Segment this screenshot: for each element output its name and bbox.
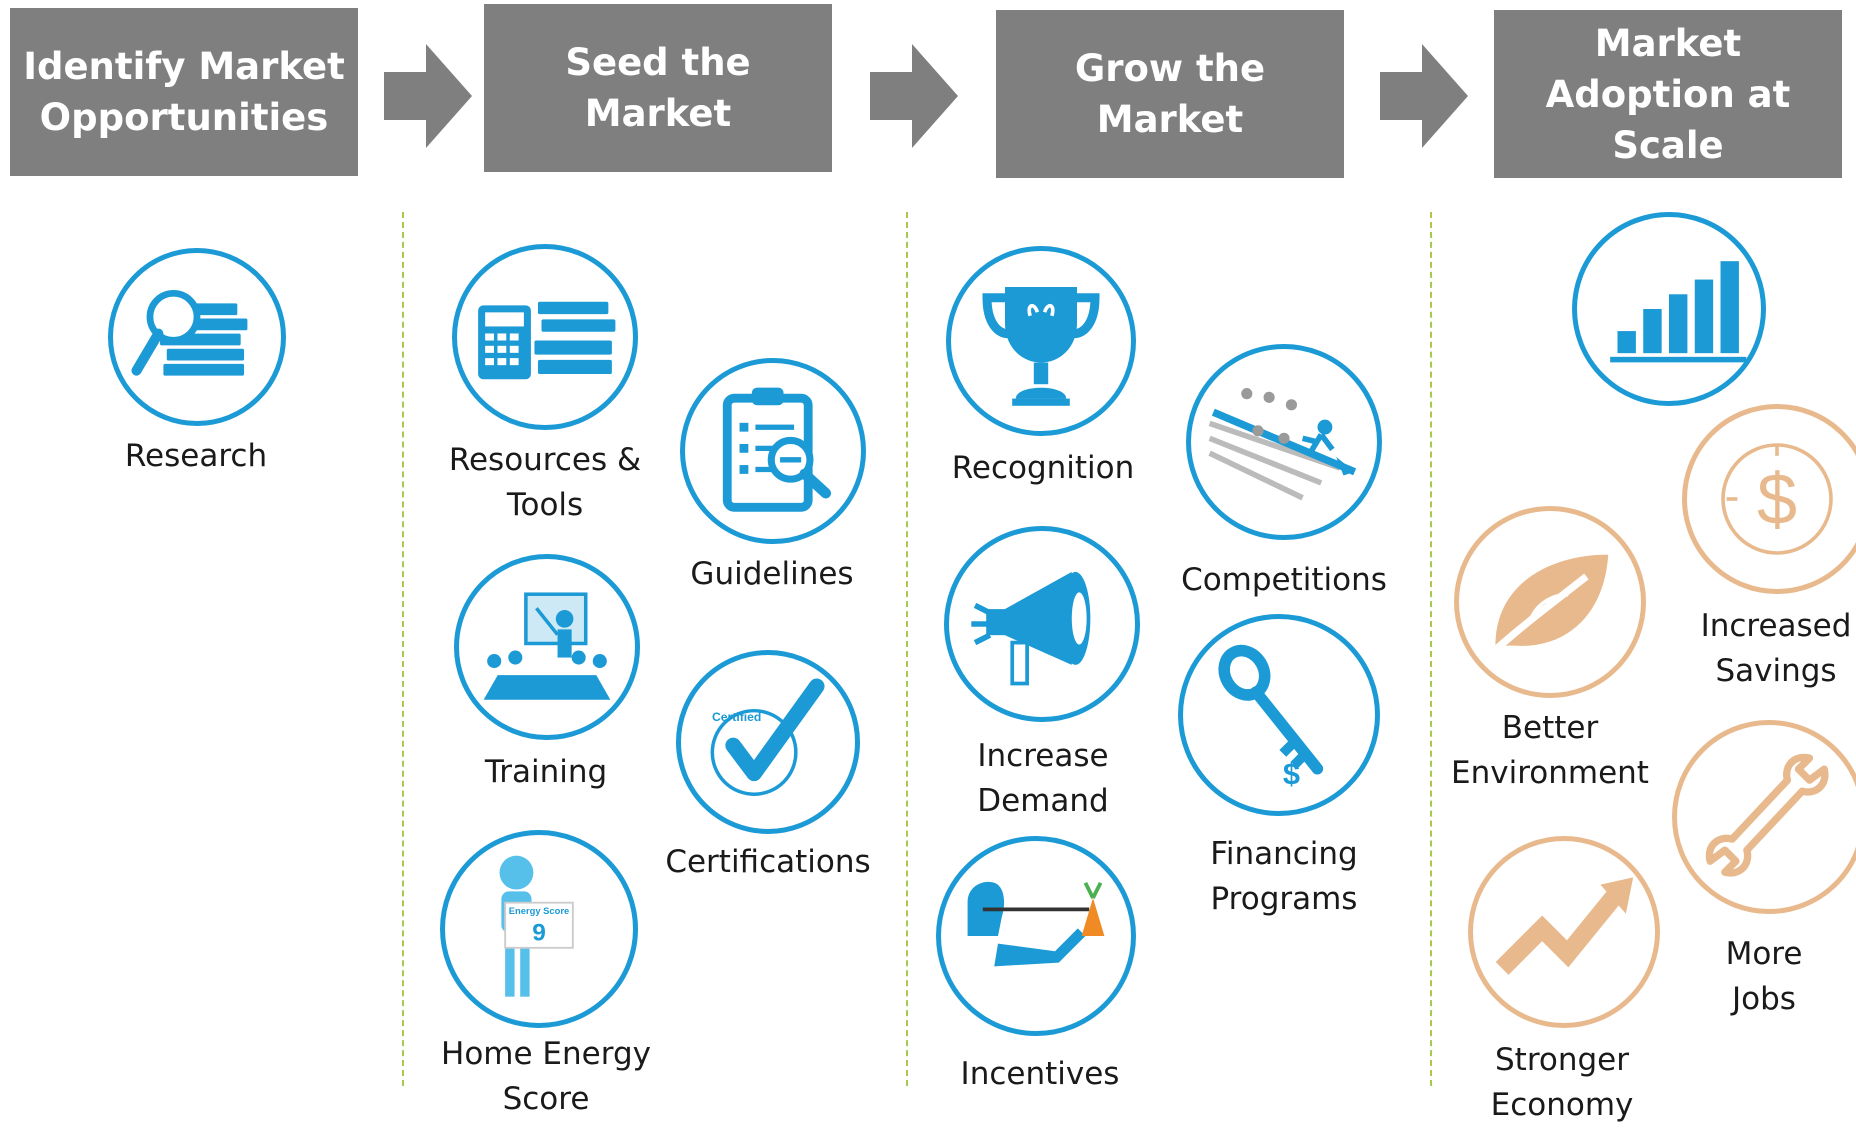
better-environment-leaf-icon [1454,506,1646,698]
item-label-competitions: Competitions [1181,562,1387,598]
column-divider [1430,212,1432,1086]
stage-header-seed: Seed the Market [484,4,832,172]
item-label-more-jobs: More Jobs [1725,936,1803,1017]
financing-key-icon: $ [1178,614,1380,816]
stage-header-grow-text: Grow the Market [1074,47,1266,141]
guidelines-icon [680,358,866,544]
item-label-resources-tools: Resources & Tools [448,442,642,523]
stronger-economy-trend-icon [1468,836,1660,1028]
item-label-increase-demand: Increase Demand [977,738,1109,819]
increased-savings-icon: $ [1682,404,1856,594]
energy-score-card-text: Energy Score [509,905,569,916]
stage-header-adoption-text: Market Adoption at Scale [1545,21,1791,167]
research-icon [108,248,286,426]
recognition-trophy-icon [946,246,1136,436]
svg-text:$: $ [1757,460,1797,540]
item-label-incentives: Incentives [960,1056,1120,1092]
arrow-right-icon [384,44,472,148]
arrow-right-icon [870,44,958,148]
column-divider [402,212,404,1086]
item-label-guidelines: Guidelines [690,556,854,592]
stage-header-seed-text: Seed the Market [565,41,751,135]
stage-header-identify-text: Identify Market Opportunities [23,45,345,139]
incentives-icon [936,836,1136,1036]
certifications-icon: Certified [676,650,860,834]
home-energy-score-icon: Energy Score 9 [440,830,638,1028]
energy-score-value-text: 9 [532,919,546,946]
item-label-financing-programs: Financing Programs [1210,836,1358,917]
resources-tools-icon [452,244,638,430]
item-label-training: Training [484,754,608,790]
stage-header-adoption: Market Adoption at Scale [1494,10,1842,178]
stage-header-grow: Grow the Market [996,10,1344,178]
item-label-certifications: Certifications [665,844,871,880]
competitions-icon [1186,344,1382,540]
stage-header-identify: Identify Market Opportunities [10,8,358,176]
item-label-stronger-economy: Stronger Economy [1490,1042,1634,1123]
arrow-right-icon [1380,44,1468,148]
more-jobs-wrench-icon [1672,720,1856,914]
bar-chart-icon [1572,212,1766,406]
column-divider [906,212,908,1086]
certified-badge-text: Certified [712,710,761,724]
increase-demand-megaphone-icon [944,526,1140,722]
item-label-better-environment: Better Environment [1451,710,1649,791]
training-icon [454,554,640,740]
svg-text:$: $ [1283,756,1300,791]
item-label-research: Research [124,438,268,474]
item-label-home-energy-score: Home Energy Score [441,1036,651,1117]
item-label-increased-savings: Increased Savings [1700,608,1852,689]
item-label-recognition: Recognition [951,450,1135,486]
